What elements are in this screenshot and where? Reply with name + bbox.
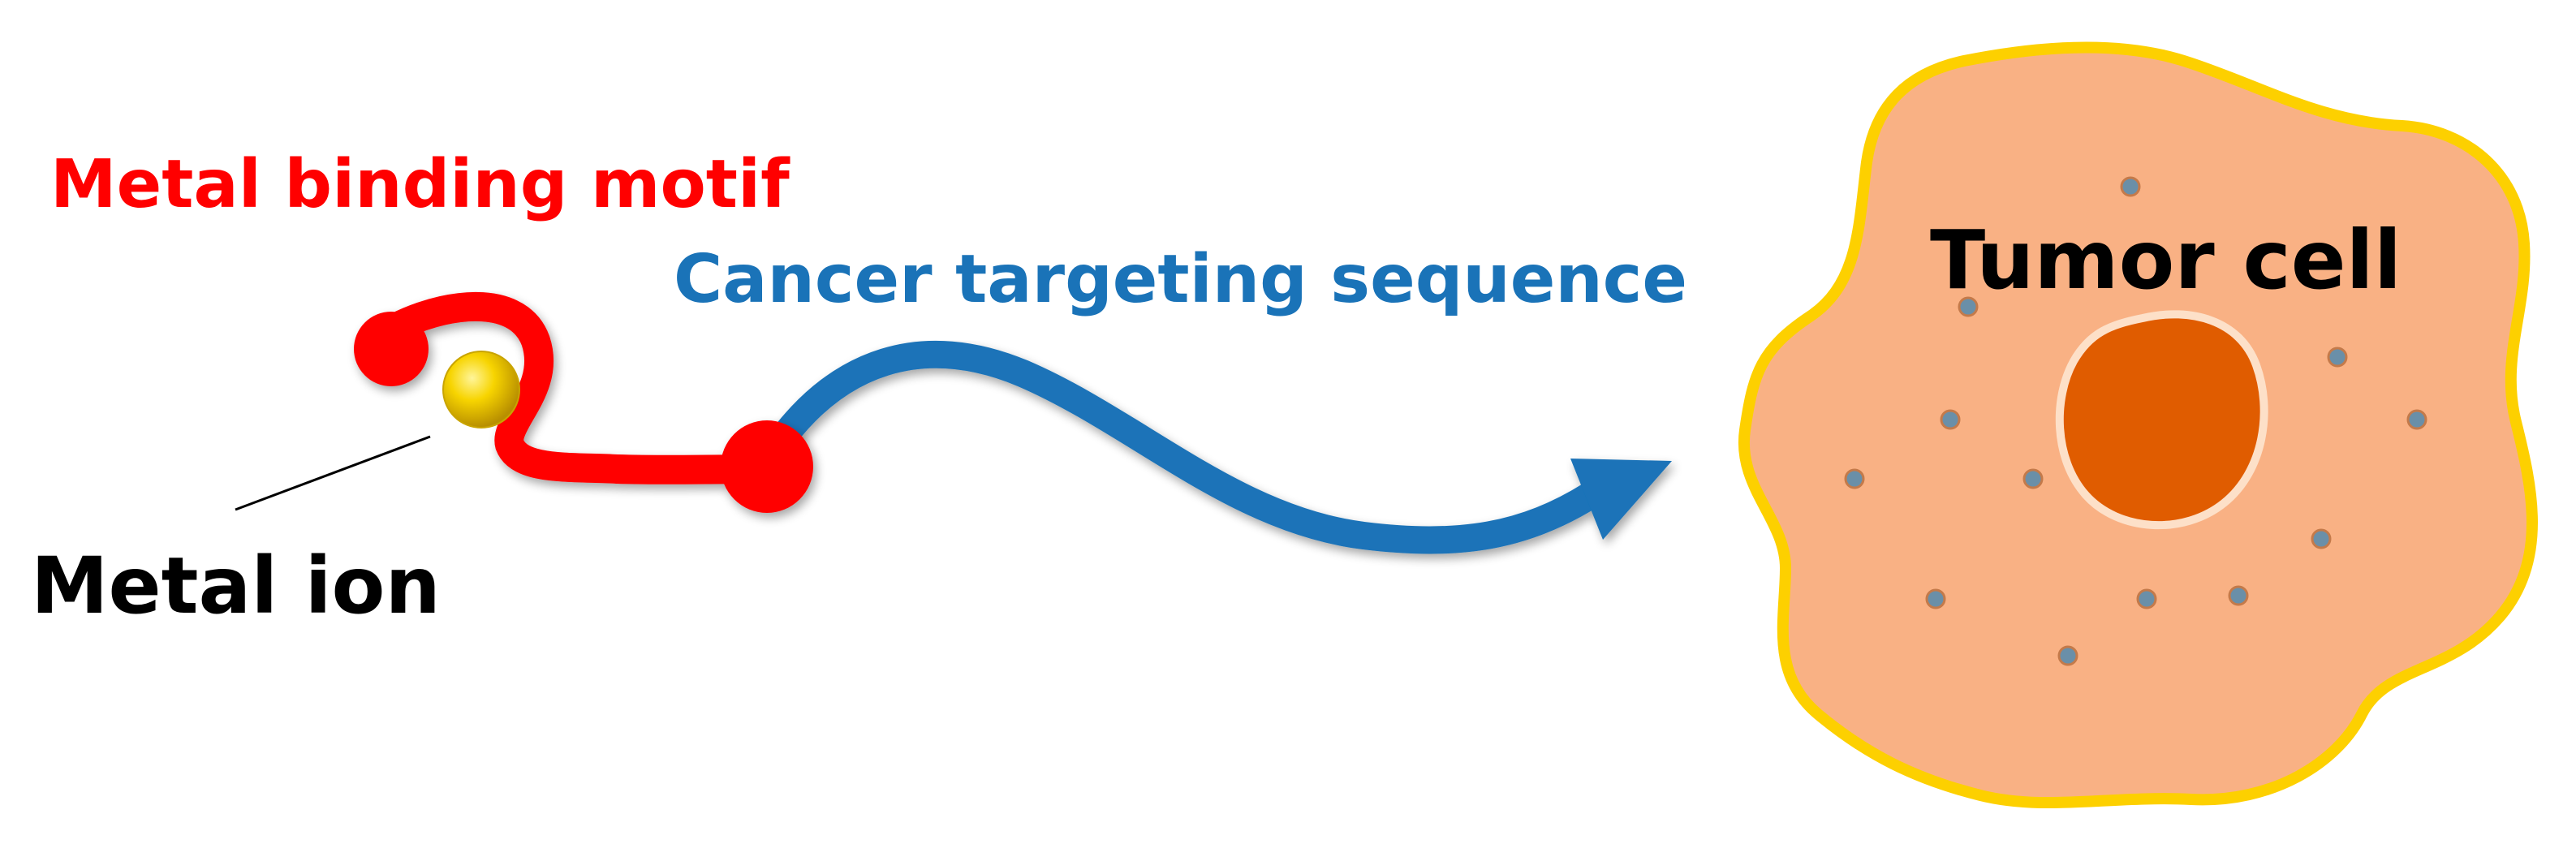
cell-granules	[1844, 176, 2427, 666]
granule	[1958, 296, 1979, 317]
granule	[2136, 588, 2157, 609]
metal-binding-motif	[354, 291, 813, 513]
motif-end-bead	[354, 312, 429, 386]
granule	[2327, 347, 2348, 368]
metal-ion-label: Metal ion	[31, 540, 441, 631]
motif-chain	[387, 291, 782, 484]
tumor-cell-nucleus	[2055, 310, 2268, 530]
targeting-sequence-curve	[757, 340, 1605, 554]
cancer-targeting-arrow	[757, 340, 1672, 554]
granule	[2120, 176, 2141, 197]
motif-junction-bead	[721, 420, 813, 513]
metal-binding-motif-label: Metal binding motif	[50, 146, 790, 223]
granule	[2057, 645, 2078, 666]
granule	[2311, 528, 2332, 549]
granule	[2022, 468, 2044, 489]
granule	[2406, 409, 2427, 430]
metal-ion-leader-line	[235, 435, 431, 511]
granule	[2228, 585, 2249, 606]
cancer-targeting-sequence-label: Cancer targeting sequence	[674, 241, 1687, 318]
tumor-cell-label: Tumor cell	[1930, 213, 2402, 308]
granule	[1925, 588, 1946, 609]
granule	[1940, 409, 1961, 430]
metal-ion-sphere	[442, 351, 520, 428]
targeting-arrowhead-icon	[1570, 459, 1672, 540]
granule	[1844, 468, 1865, 489]
tumor-cell: Tumor cell	[1738, 41, 2538, 809]
